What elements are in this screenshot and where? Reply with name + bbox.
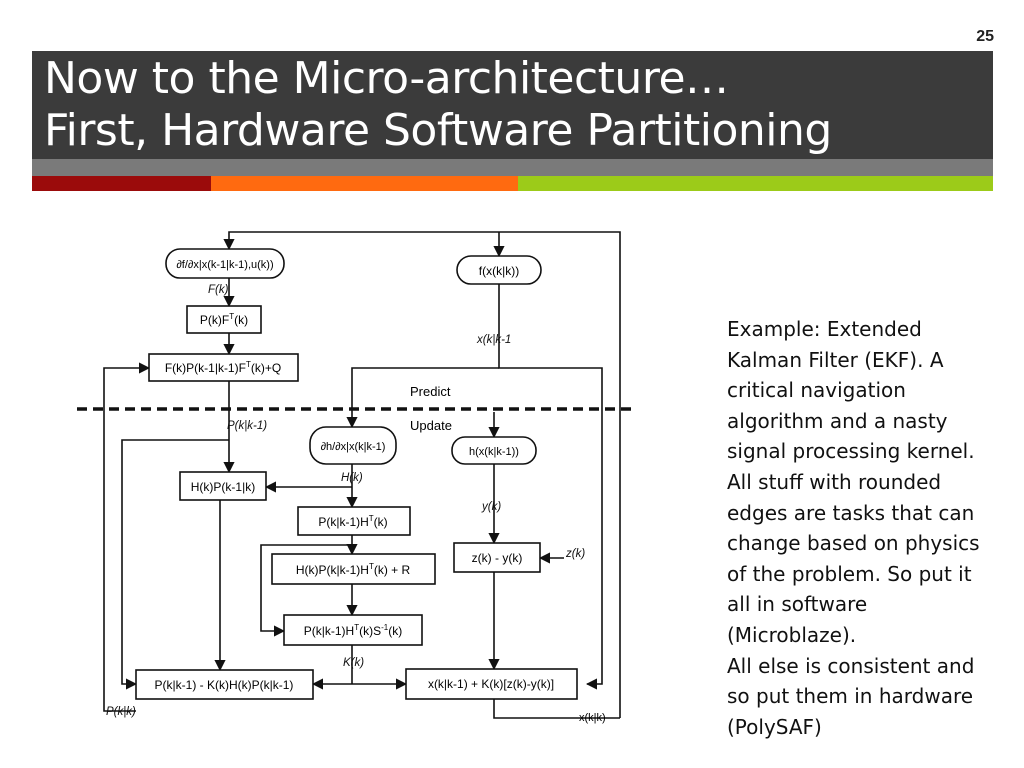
block-hp-label: H(k)P(k-1|k)	[191, 480, 255, 494]
signal-Hk: H(k)	[341, 472, 363, 484]
block-pkft-sup: T	[229, 312, 234, 321]
accent-bar-red	[32, 176, 211, 191]
phase-label-update: Update	[410, 418, 452, 433]
side-text-paragraph-1: Example: Extended Kalman Filter (EKF). A…	[727, 317, 980, 647]
block-zy-label: z(k) - y(k)	[472, 551, 523, 565]
block-pupdate-label: P(k|k-1) - K(k)H(k)P(k|k-1)	[155, 678, 294, 692]
block-pht-tail: (k)	[374, 515, 388, 529]
wire-top-loop	[223, 231, 621, 718]
task-fx-label: f(x(k|k))	[479, 264, 519, 278]
signal-xkk1: x(k|k-1	[476, 334, 511, 346]
svg-text:P(k|k-1)HT(k)S-1(k): P(k|k-1)HT(k)S-1(k)	[304, 623, 402, 638]
signal-Pkk1: P(k|k-1)	[227, 420, 267, 432]
block-pht-label: P(k|k-1)H	[318, 515, 368, 529]
block-pkft-tail: (k)	[234, 313, 248, 327]
block-pkft-label: P(k)F	[200, 313, 229, 327]
block-phts-tail: (k)	[388, 624, 402, 638]
signal-xkk: x(k|k)	[579, 712, 606, 724]
svg-text:P(k|k-1)HT(k): P(k|k-1)HT(k)	[318, 514, 387, 529]
title-bar: Now to the Micro-architecture… First, Ha…	[32, 51, 993, 159]
task-dhdx: ∂h/∂x|x(k|k-1)	[309, 426, 397, 465]
signal-zk: z(k)	[565, 548, 585, 560]
block-hpht-r-label: H(k)P(k|k-1)H	[296, 563, 369, 577]
block-xupdate-label: x(k|k-1) + K(k)[z(k)-y(k)]	[428, 677, 554, 691]
block-pht: P(k|k-1)HT(k)	[297, 506, 411, 536]
task-dhdx-label: ∂h/∂x|x(k|k-1)	[321, 441, 386, 453]
title-line-1: Now to the Micro-architecture…	[44, 53, 729, 104]
wire-pht-phts	[260, 544, 352, 637]
task-hx: h(x(k|k-1))	[451, 436, 537, 465]
accent-bar-green	[518, 176, 993, 191]
connector-lines	[103, 231, 621, 719]
block-phts-mid: (k)S	[359, 624, 381, 638]
block-hp: H(k)P(k-1|k)	[179, 471, 267, 501]
block-hpht-r: H(k)P(k|k-1)HT(k) + R	[271, 553, 436, 585]
signal-Fk: F(k)	[208, 284, 229, 296]
block-fpf-q-sup: T	[246, 360, 251, 369]
accent-bar-orange	[211, 176, 518, 191]
signal-yk: y(k)	[481, 501, 501, 513]
side-explanation: Example: Extended Kalman Filter (EKF). A…	[727, 314, 997, 742]
slide-number: 25	[976, 28, 994, 45]
block-phts-label: P(k|k-1)H	[304, 624, 354, 638]
wire-fx-xkk1	[498, 284, 603, 690]
task-dfdx-label: ∂f/∂x|x(k-1|k-1),u(k))	[176, 259, 273, 271]
block-xupdate: x(k|k-1) + K(k)[z(k)-y(k)]	[405, 668, 578, 700]
block-pht-sup: T	[369, 514, 374, 523]
ekf-flow-diagram: Predict Update ∂f/∂x|x(k-1|k-1),u(k)) f(…	[77, 231, 636, 724]
wire-pkk1-pupdate	[121, 439, 229, 690]
block-hpht-r-tail: (k) + R	[374, 563, 411, 577]
task-hx-label: h(x(k|k-1))	[469, 446, 519, 458]
svg-text:H(k)P(k|k-1)HT(k) + R: H(k)P(k|k-1)HT(k) + R	[296, 562, 411, 577]
signal-Kk: K(k)	[343, 657, 364, 669]
svg-text:P(k)FT(k): P(k)FT(k)	[200, 312, 248, 327]
block-fpf-q-tail: (k)+Q	[251, 361, 281, 375]
task-fx: f(x(k|k))	[456, 255, 542, 285]
block-zy: z(k) - y(k)	[453, 542, 541, 573]
block-phts: P(k|k-1)HT(k)S-1(k)	[283, 614, 423, 646]
title-line-2: First, Hardware Software Partitioning	[44, 105, 832, 156]
block-phts-sup2: -1	[381, 623, 389, 632]
block-fpf-q: F(k)P(k-1|k-1)FT(k)+Q	[148, 353, 299, 382]
svg-text:F(k)P(k-1|k-1)FT(k)+Q: F(k)P(k-1|k-1)FT(k)+Q	[165, 360, 281, 375]
block-pupdate: P(k|k-1) - K(k)H(k)P(k|k-1)	[135, 669, 314, 700]
task-dfdx: ∂f/∂x|x(k-1|k-1),u(k))	[165, 248, 285, 279]
block-hpht-r-sup: T	[369, 562, 374, 571]
signal-Pkk: P(k|k)	[106, 706, 136, 718]
wire-pkk-feedback	[103, 362, 151, 712]
side-text-paragraph-2: All else is consistent and so put them i…	[727, 653, 975, 739]
wire-xupdate-xkk	[493, 699, 620, 719]
phase-label-predict: Predict	[410, 384, 451, 399]
block-fpf-q-label: F(k)P(k-1|k-1)F	[165, 361, 246, 375]
block-phts-sup1: T	[354, 623, 359, 632]
title-underbar	[32, 159, 993, 176]
block-pkft: P(k)FT(k)	[186, 305, 262, 334]
